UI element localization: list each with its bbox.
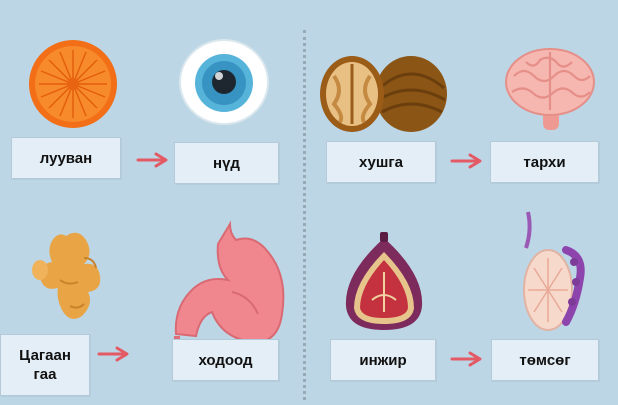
- arrow-right-icon: [450, 351, 482, 367]
- organ-label-brain: тархи: [490, 141, 599, 183]
- food-label-ginger: Цагаан гаа: [0, 334, 90, 396]
- arrow-right-icon: [97, 346, 129, 362]
- food-label-fig: инжир: [330, 339, 436, 381]
- organ-label-stomach: ходоод: [172, 339, 279, 381]
- center-divider: [303, 30, 306, 400]
- arrow-right-icon: [136, 152, 168, 168]
- food-label-carrot: лууван: [11, 137, 121, 179]
- organ-label-testicle: төмсөг: [491, 339, 599, 381]
- food-label-walnut: хушга: [326, 141, 436, 183]
- arrow-right-icon: [450, 153, 482, 169]
- organ-label-eye: нүд: [174, 142, 279, 184]
